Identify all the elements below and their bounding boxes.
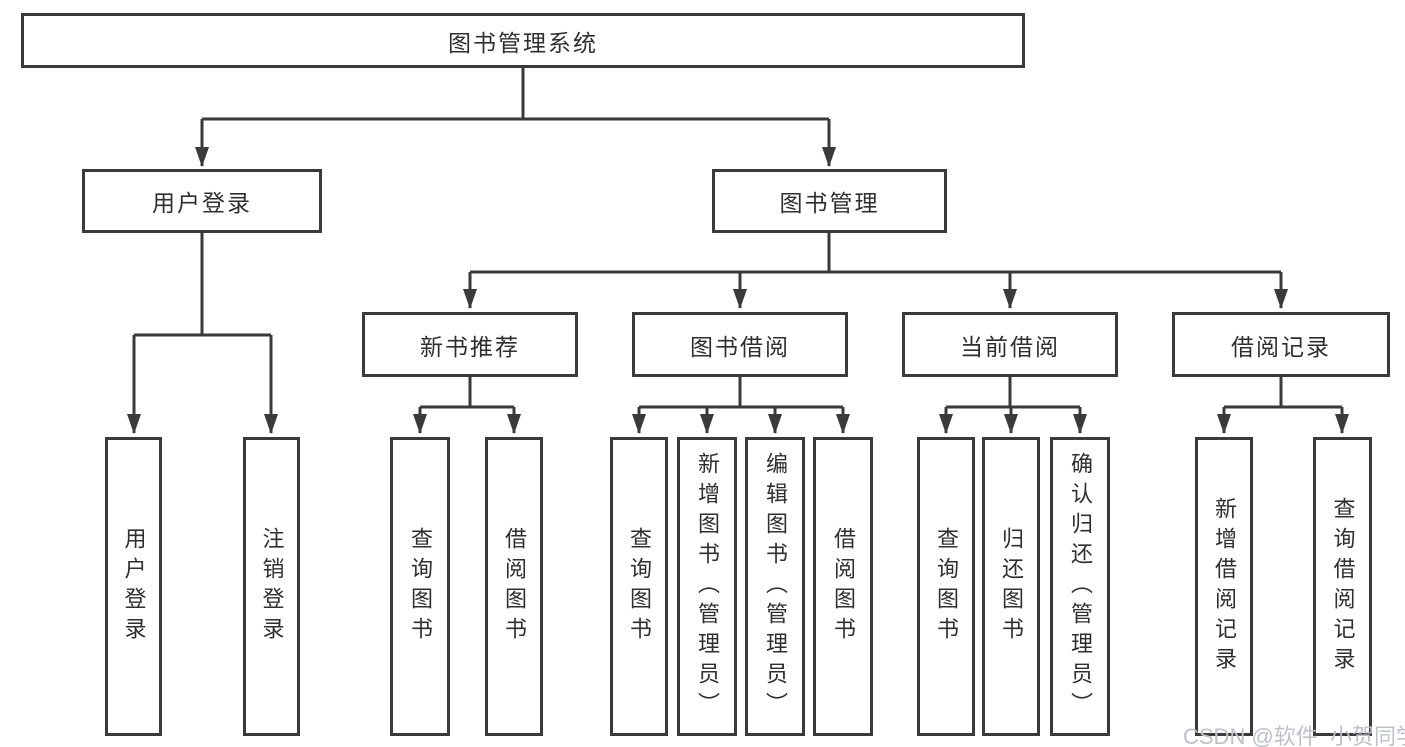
- leaf-user-login: 用户登录: [105, 437, 162, 736]
- leaf-edit-book-admin: 编辑图书（管理员）: [745, 437, 805, 736]
- leaf-return-books: 归还图书: [982, 437, 1040, 736]
- node-user-login: 用户登录: [82, 169, 322, 233]
- node-loan-records: 借阅记录: [1172, 312, 1390, 377]
- watermark: CSDN @软件_小贺同学: [1183, 724, 1405, 747]
- leaf-logout: 注销登录: [243, 437, 300, 736]
- leaf-add-book-admin: 新增图书（管理员）: [677, 437, 737, 736]
- node-new-book-recommend: 新书推荐: [362, 312, 578, 377]
- leaf-query-books-borrow: 查询图书: [610, 437, 668, 736]
- node-current-loans: 当前借阅: [902, 312, 1118, 377]
- leaf-confirm-return-admin: 确认归还（管理员）: [1050, 437, 1110, 736]
- leaf-query-books-recommend: 查询图书: [390, 437, 450, 736]
- node-book-borrowing: 图书借阅: [632, 312, 848, 377]
- node-root: 图书管理系统: [21, 13, 1025, 68]
- leaf-borrow-books-recommend: 借阅图书: [485, 437, 543, 736]
- leaf-add-loan-record: 新增借阅记录: [1195, 437, 1253, 736]
- node-book-management: 图书管理: [712, 169, 947, 233]
- leaf-query-books-current: 查询图书: [917, 437, 975, 736]
- leaf-borrow-books: 借阅图书: [813, 437, 873, 736]
- leaf-query-loan-record: 查询借阅记录: [1313, 437, 1372, 736]
